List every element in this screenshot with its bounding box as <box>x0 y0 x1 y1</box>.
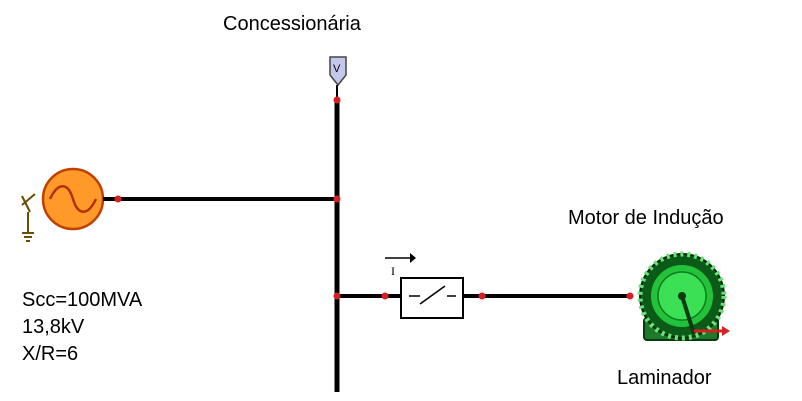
switch-out-node <box>478 292 486 300</box>
voltmeter-symbol: V <box>333 63 341 75</box>
load-label: Laminador <box>617 367 712 389</box>
motor-node <box>626 292 634 300</box>
switch-symbol: I <box>391 264 395 278</box>
source-voltage-label: 13,8kV <box>22 316 85 338</box>
breaker-switch-icon[interactable] <box>400 277 464 319</box>
induction-motor-icon[interactable] <box>637 251 730 341</box>
ground-icon <box>21 193 36 242</box>
voltmeter-icon[interactable]: V <box>329 56 347 100</box>
bus-switch-node <box>333 292 341 300</box>
utility-label: Concessionária <box>223 13 362 35</box>
switch-indicator-icon: I <box>385 253 416 278</box>
source-xr-label: X/R=6 <box>22 343 78 365</box>
source-node <box>114 195 122 203</box>
source-scc-label: Scc=100MVA <box>22 289 143 311</box>
bus-source-node <box>333 195 341 203</box>
motor-label: Motor de Indução <box>568 207 724 229</box>
bus-top-node <box>333 96 341 104</box>
ac-source-icon[interactable] <box>21 167 105 242</box>
switch-in-node <box>381 292 389 300</box>
